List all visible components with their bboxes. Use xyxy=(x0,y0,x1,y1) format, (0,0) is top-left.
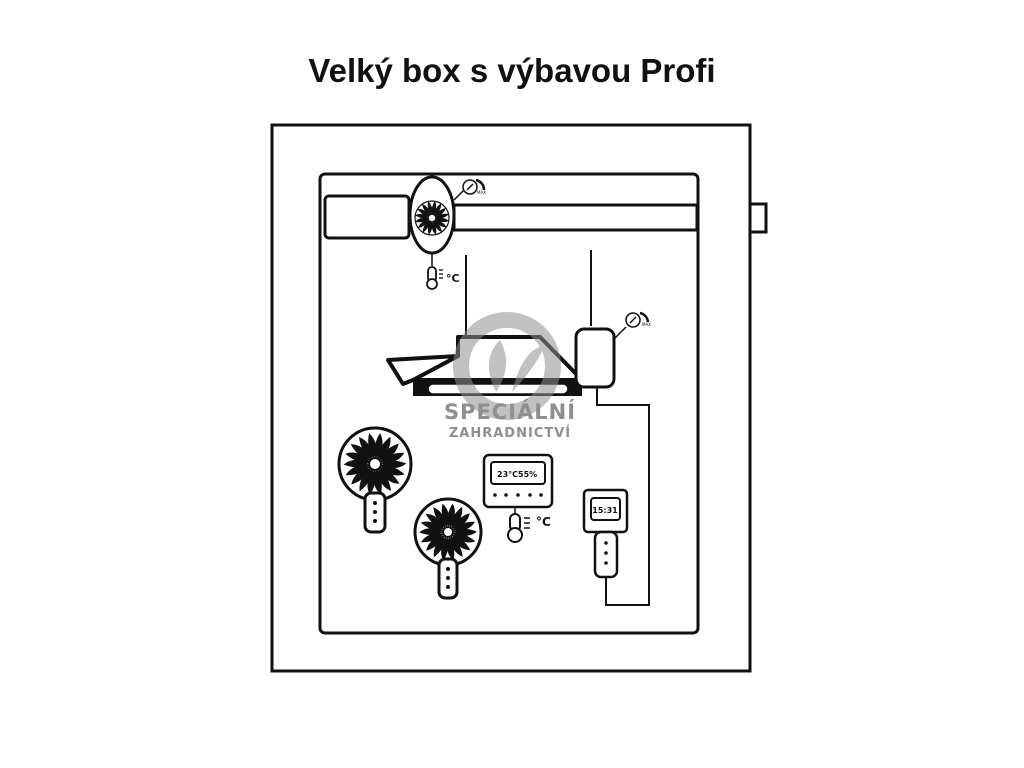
timer-icon xyxy=(582,488,629,579)
fan-blade xyxy=(359,468,374,492)
fan-blade xyxy=(378,467,392,491)
fan-blade xyxy=(374,433,383,459)
fan-blade xyxy=(441,503,449,528)
ballast-icon: MAX xyxy=(574,311,651,389)
grow-tent xyxy=(318,172,700,635)
fan-blade xyxy=(447,503,455,528)
fan-blade xyxy=(417,208,430,217)
fan-blade xyxy=(358,437,372,461)
thermo-temperature-readout: 23°C xyxy=(497,470,518,479)
fan-blade xyxy=(367,469,376,495)
fan-blade xyxy=(379,464,405,476)
carbon-filter-icon xyxy=(323,194,411,240)
watermark-line2: ZAHRADNICTVÍ xyxy=(449,425,571,441)
fan-blade xyxy=(417,219,431,229)
fan-blade xyxy=(433,536,447,558)
fan-blade xyxy=(421,533,445,543)
fan-blade xyxy=(447,536,455,561)
page-title: Velký box s výbavou Profi xyxy=(308,52,716,89)
fan-blade xyxy=(450,513,470,529)
speed-dial-icon: MAX xyxy=(453,178,486,201)
fan-blade xyxy=(379,466,400,484)
clip-fan-icon xyxy=(413,497,483,600)
temperature-unit-label: °C xyxy=(446,272,460,285)
fan-blade xyxy=(421,203,431,217)
thermometer-icon xyxy=(426,253,443,290)
fan-blade xyxy=(376,436,391,460)
fan-blade xyxy=(427,220,433,236)
thermo-humidity-readout: 55% xyxy=(518,470,537,479)
fan-blade xyxy=(368,433,376,460)
fan-blade xyxy=(451,521,475,531)
fan-blade xyxy=(434,213,449,219)
fan-blade xyxy=(451,534,471,551)
watermark-line1: SPECIÁLNÍ xyxy=(444,399,576,424)
fan-blade xyxy=(351,467,372,485)
fan-blade xyxy=(441,536,449,561)
fan-blade xyxy=(374,468,382,495)
fan-blade xyxy=(379,452,405,463)
fan-blade xyxy=(434,217,450,223)
fan-blade xyxy=(420,521,444,532)
fan-blade xyxy=(452,532,476,543)
thermo-hygrometer-icon xyxy=(482,453,554,543)
power-cable xyxy=(596,387,650,606)
fan-blade xyxy=(378,443,399,461)
fan-blade xyxy=(433,207,447,217)
fan-blade xyxy=(422,220,431,233)
fan-blade xyxy=(425,513,445,530)
side-port xyxy=(748,202,768,234)
svg-text:MAX: MAX xyxy=(477,190,486,195)
timer-readout: 15:31 xyxy=(592,506,618,515)
fan-blade xyxy=(415,217,430,223)
exhaust-fan-icon xyxy=(408,175,456,255)
fan-blade xyxy=(345,452,371,464)
fan-blade xyxy=(431,200,437,216)
fan-blade xyxy=(426,535,446,551)
fan-blade xyxy=(433,203,442,216)
exhaust-duct xyxy=(452,203,699,232)
thermo-unit-label: °C xyxy=(536,515,551,529)
fan-blade xyxy=(414,213,430,219)
fan-blade xyxy=(434,219,447,228)
fan-blade xyxy=(450,535,463,557)
fan-blade xyxy=(433,219,443,233)
fan-blade xyxy=(449,506,463,528)
svg-text:MAX: MAX xyxy=(642,322,651,327)
clip-fan-icon xyxy=(337,426,413,534)
watermark-logo xyxy=(453,312,561,420)
fan-blade xyxy=(427,201,433,216)
fan-blade xyxy=(433,507,446,529)
fan-blade xyxy=(350,444,371,462)
outer-box xyxy=(270,123,752,673)
fan-blade xyxy=(345,465,371,476)
fan-blade xyxy=(431,220,437,235)
